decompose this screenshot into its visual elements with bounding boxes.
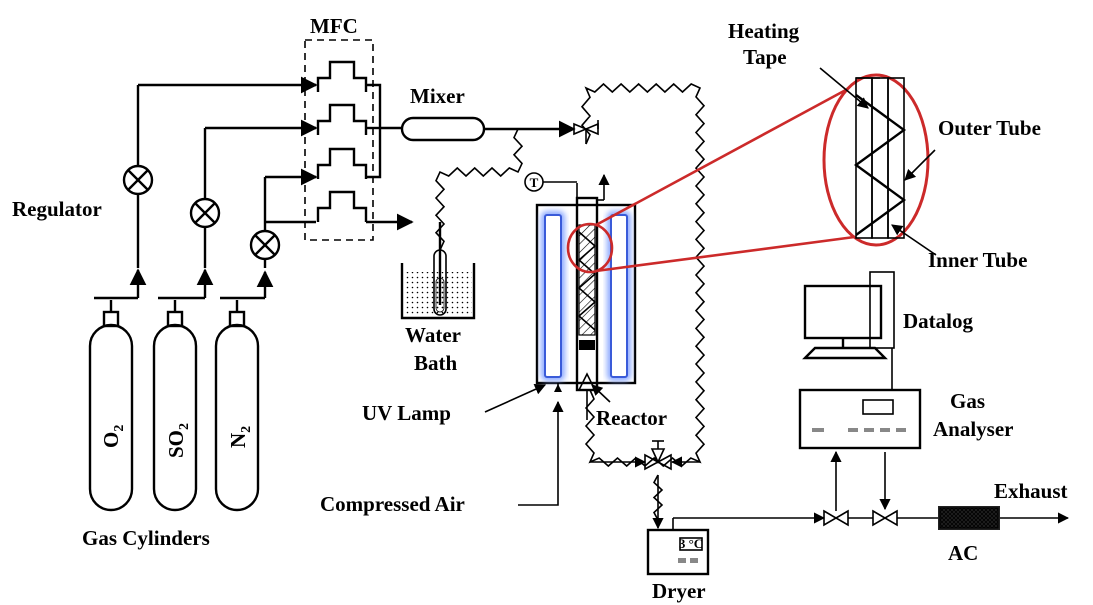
label-inner-tube: Inner Tube (928, 248, 1027, 272)
uv-lamp-pointer (484, 384, 547, 413)
label-gas-cylinders: Gas Cylinders (82, 526, 210, 550)
label-mixer: Mixer (410, 84, 465, 108)
mfc-unit-1 (316, 60, 368, 92)
regulator-valve-n2 (249, 229, 281, 261)
pc-tower (869, 271, 895, 349)
cylinder-n2-subscript: 2 (239, 426, 254, 433)
svg-text:O2: O2 (99, 425, 127, 448)
mixer (400, 116, 576, 142)
mfc-unit-2 (316, 103, 368, 135)
cylinder-so2-subscript: 2 (177, 423, 192, 430)
label-bath: Bath (414, 351, 458, 375)
label-mfc: MFC (310, 14, 358, 38)
label-analyser: Analyser (933, 417, 1014, 441)
keyboard-icon (802, 346, 888, 360)
dryer: 3 °C (646, 475, 826, 576)
label-gas: Gas (950, 389, 985, 413)
regulator-valve-o2 (122, 164, 154, 196)
cylinder-o2: O2 (88, 268, 147, 512)
label-datalog: Datalog (903, 309, 973, 333)
labels: MFC Mixer Regulator Water Bath UV Lamp R… (12, 14, 1068, 603)
thermocouple-label: T (530, 175, 539, 190)
label-dryer: Dryer (652, 579, 706, 603)
mfc-unit-3 (316, 147, 368, 179)
magnifier-callout (566, 67, 937, 274)
datalog-computer (802, 271, 895, 360)
svg-text:N2: N2 (226, 426, 254, 448)
reactor-assembly: T (524, 172, 637, 420)
inlet-three-way-valve (573, 120, 599, 144)
outlet-three-way-valve (590, 440, 700, 521)
label-outer-tube: Outer Tube (938, 116, 1041, 140)
gas-cylinders: O2 SO2 N2 (88, 268, 274, 512)
svg-text:SO2: SO2 (164, 423, 192, 458)
cylinder-n2: N2 (214, 270, 274, 512)
label-water: Water (405, 323, 461, 347)
label-regulator: Regulator (12, 197, 102, 221)
label-uv-lamp: UV Lamp (362, 401, 451, 425)
reactor-pointer (591, 384, 611, 403)
label-heating: Heating (728, 19, 800, 43)
reactor-housing (535, 203, 637, 385)
gas-analyser (798, 348, 922, 450)
magnifier-source-ellipse (566, 222, 614, 274)
cylinder-n2-formula: N (226, 433, 250, 448)
label-tape: Tape (743, 45, 787, 69)
cylinder-so2: SO2 (152, 268, 214, 512)
outlet-line (823, 450, 1070, 530)
water-bath (400, 249, 476, 320)
label-exhaust: Exhaust (994, 479, 1068, 503)
cylinder-so2-formula: SO (164, 430, 188, 458)
supply-lines (136, 76, 318, 268)
mfc-box (304, 39, 414, 241)
dryer-display-text: 3 °C (679, 536, 703, 551)
regulators (122, 164, 281, 261)
cylinder-o2-formula: O (99, 432, 123, 448)
cylinder-n2-body (214, 323, 260, 512)
dryer-display (679, 537, 703, 551)
uv-lamp-left (541, 211, 565, 381)
regulator-valve-so2 (189, 197, 221, 229)
cylinder-o2-body (88, 323, 134, 512)
label-compressed-air: Compressed Air (320, 492, 465, 516)
uv-lamp-right (607, 211, 631, 381)
sampling-valve-1 (823, 509, 849, 527)
sampling-valve-2 (872, 509, 898, 527)
cylinder-o2-subscript: 2 (112, 425, 127, 432)
label-reactor: Reactor (596, 406, 667, 430)
compressed-air-line (518, 400, 564, 506)
cylinder-so2-body (152, 323, 198, 512)
label-ac: AC (948, 541, 978, 565)
mfc-unit-4 (316, 190, 368, 222)
